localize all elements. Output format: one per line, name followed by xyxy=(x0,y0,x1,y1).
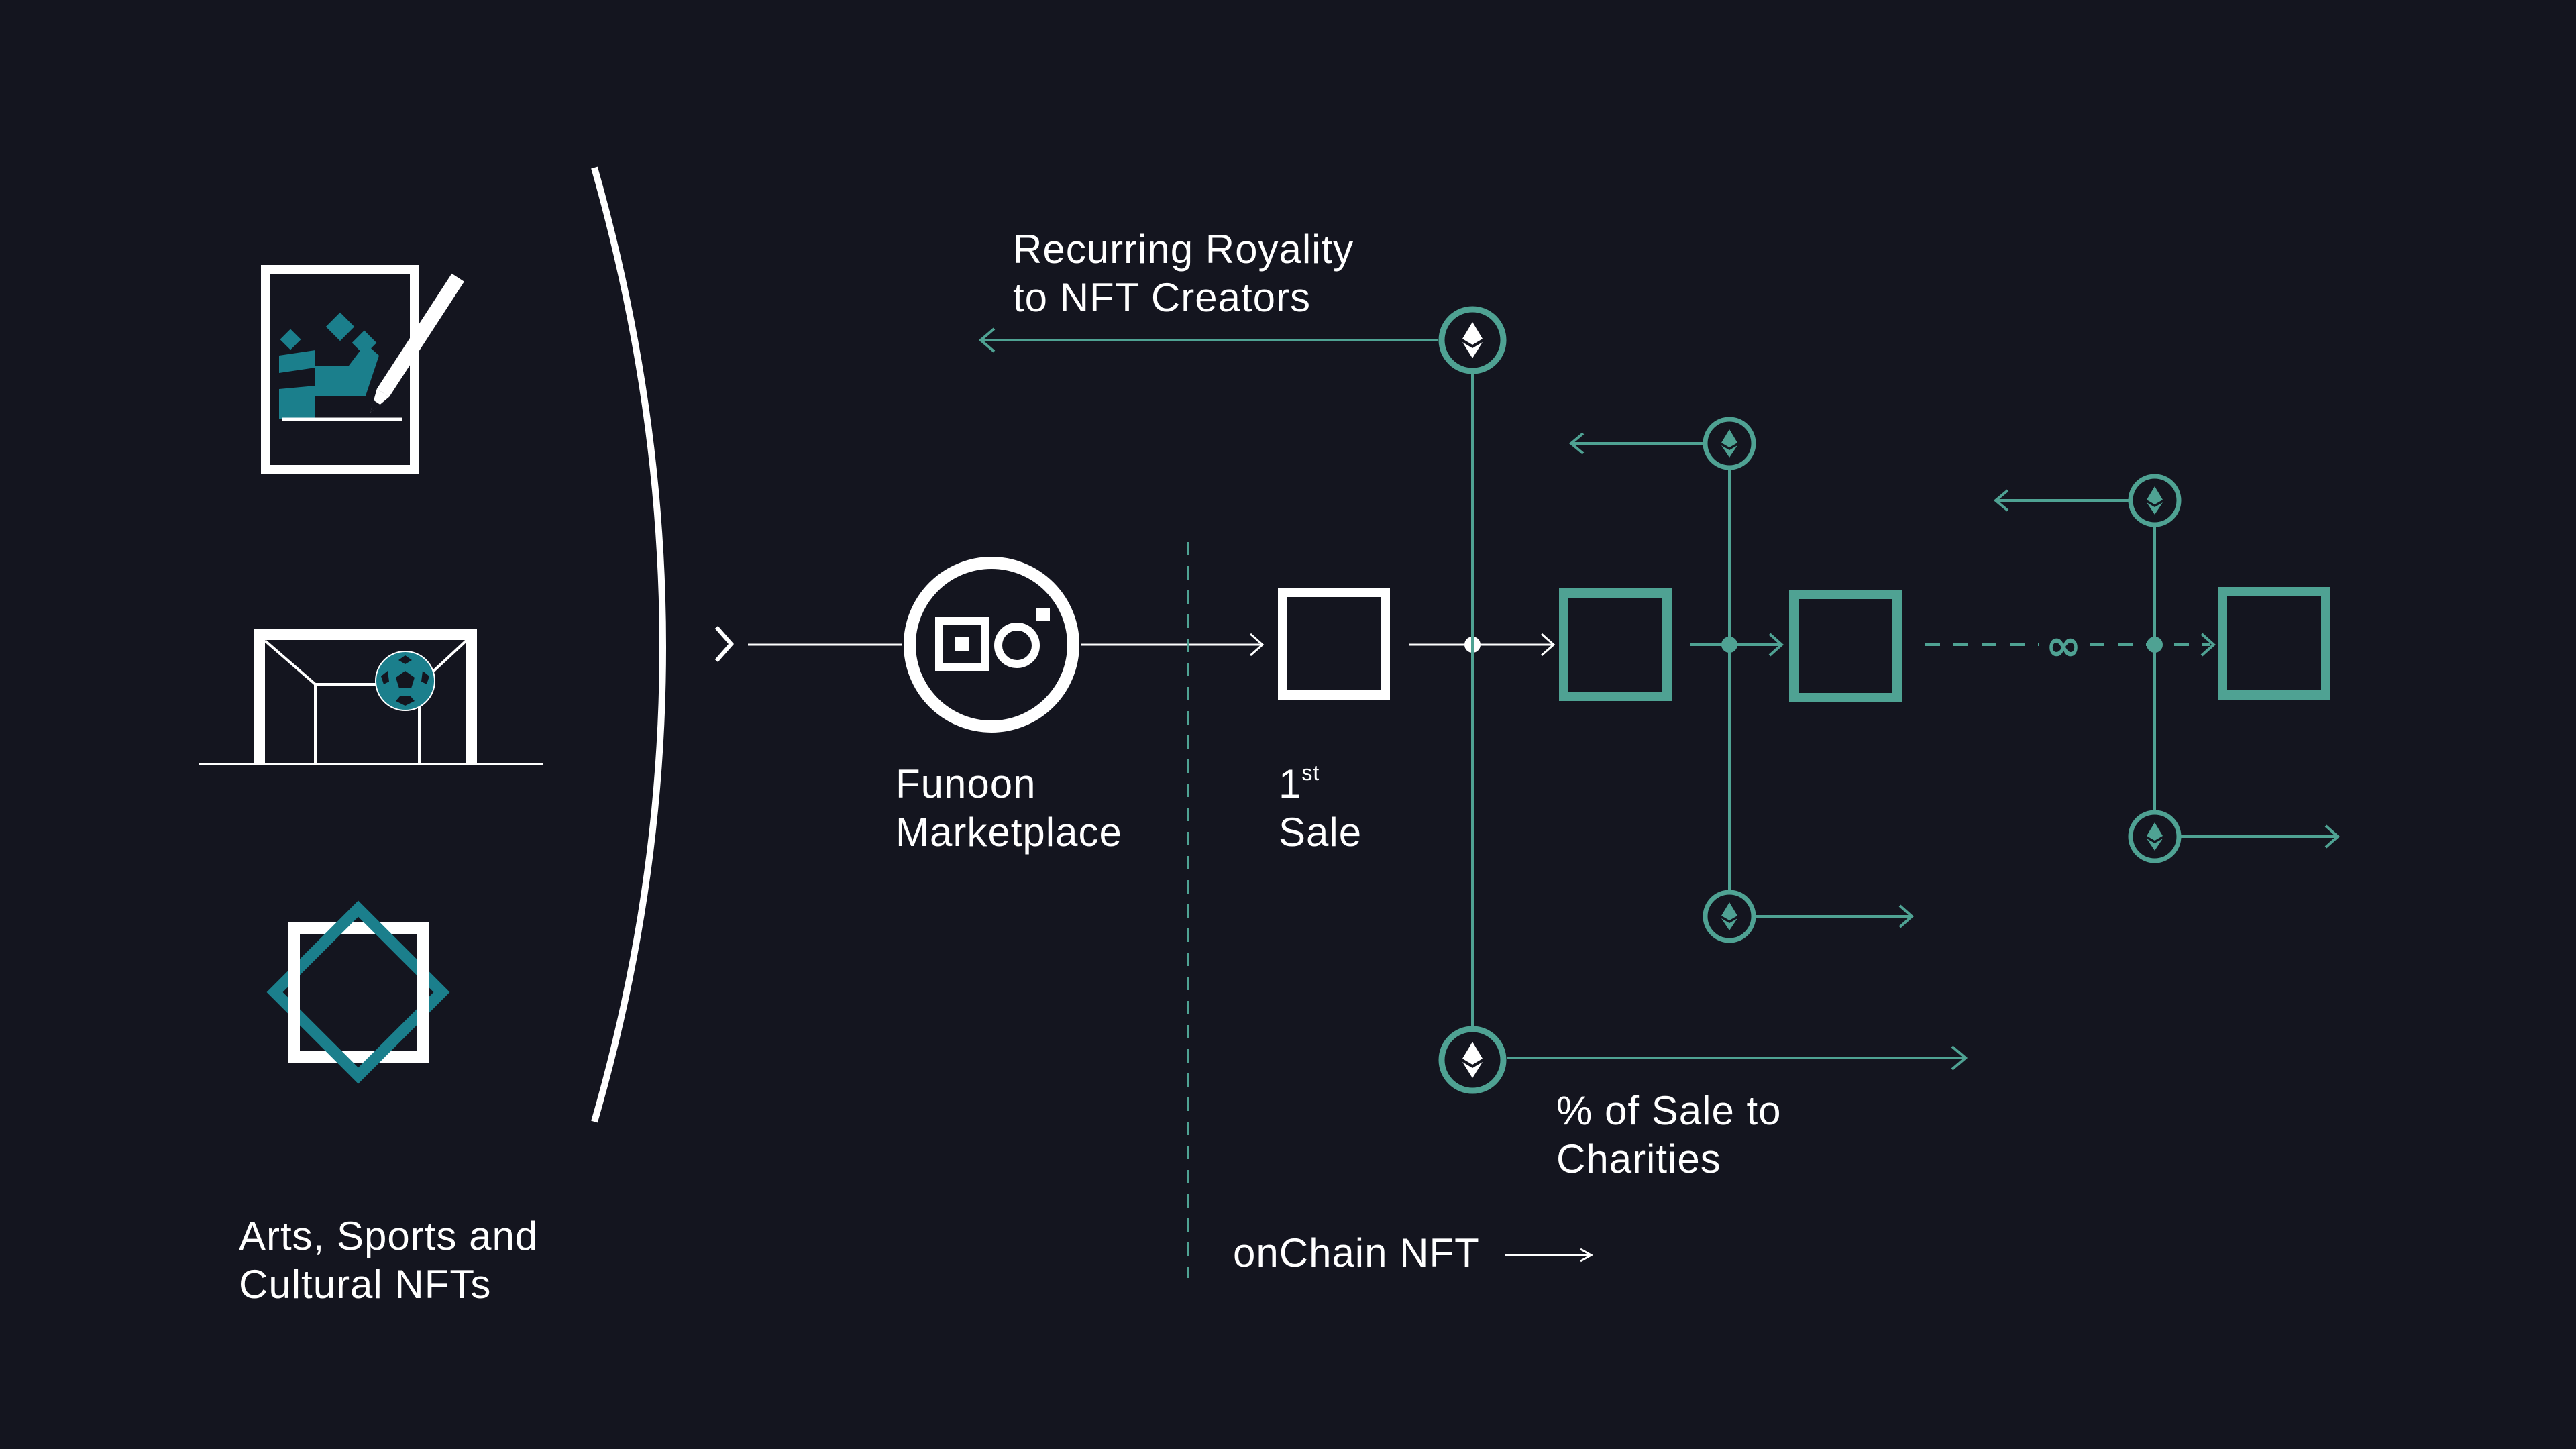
royalty-label: Recurring Royality to NFT Creators xyxy=(1013,225,1354,322)
nft-square-icon xyxy=(2218,587,2330,700)
charity-label-line-1: % of Sale to xyxy=(1556,1088,1782,1133)
royalty-label-line-1: Recurring Royality xyxy=(1013,227,1354,272)
canvas-pen-icon xyxy=(261,265,464,474)
charity-label-line-2: Charities xyxy=(1556,1136,1721,1181)
onchain-label: onChain NFT xyxy=(1233,1229,1480,1277)
goal-ball-icon xyxy=(199,629,543,765)
ethereum-icon xyxy=(1703,417,1756,470)
funoon-logo-icon xyxy=(904,557,1079,733)
onchain-label-text: onChain NFT xyxy=(1233,1230,1480,1275)
nft-square-icon xyxy=(1789,590,1902,702)
ethereum-icon xyxy=(2128,810,2182,863)
first-sale-square-icon xyxy=(1278,588,1390,700)
ethereum-icon xyxy=(1438,306,1507,374)
ethereum-icon xyxy=(2128,474,2182,527)
charity-label: % of Sale to Charities xyxy=(1556,1087,1782,1183)
star-pattern-icon xyxy=(266,900,450,1084)
first-sale-word: Sale xyxy=(1279,810,1362,855)
first-sale-number: 1 xyxy=(1279,761,1302,806)
categories-label: Arts, Sports and Cultural NFTs xyxy=(239,1212,538,1309)
ethereum-icon xyxy=(1438,1026,1507,1094)
bracket-arc xyxy=(591,166,666,1123)
royalty-label-line-2: to NFT Creators xyxy=(1013,275,1311,320)
ethereum-icon xyxy=(1703,890,1756,943)
infinity-icon: ∞ xyxy=(2045,621,2081,671)
marketplace-label-line-1: Funoon xyxy=(896,761,1036,806)
marketplace-label-line-2: Marketplace xyxy=(896,810,1122,855)
first-sale-label: 1st Sale xyxy=(1279,760,1362,857)
categories-label-line-1: Arts, Sports and xyxy=(239,1214,539,1258)
marketplace-label: Funoon Marketplace xyxy=(896,760,1122,857)
nft-square-icon xyxy=(1559,588,1672,701)
first-sale-suffix: st xyxy=(1301,761,1320,785)
chevron-right-icon xyxy=(714,626,734,662)
categories-label-line-2: Cultural NFTs xyxy=(239,1262,492,1307)
